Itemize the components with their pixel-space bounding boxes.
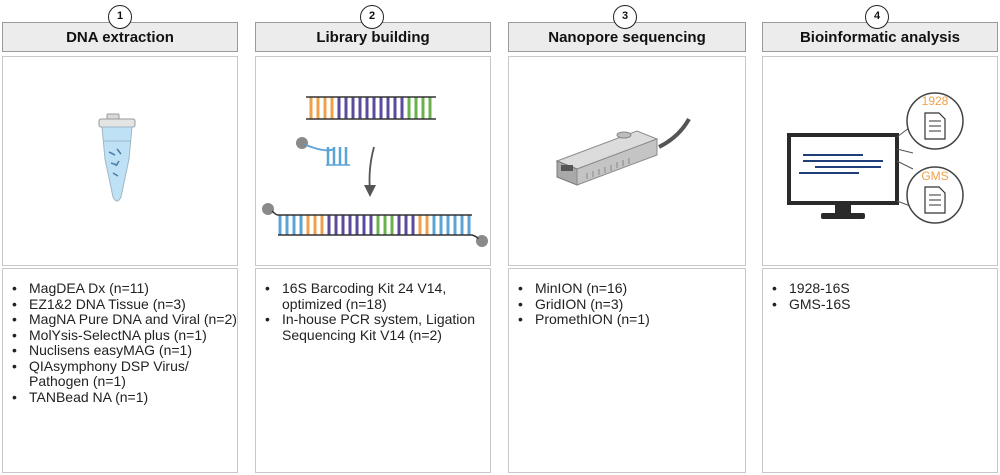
tube-illustration-panel	[2, 56, 238, 266]
list-item: 1928-16S	[772, 280, 997, 297]
list-item: QIAsymphony DSP Virus/ Pathogen (n=1)	[12, 358, 237, 390]
list-item: GMS-16S	[772, 296, 997, 313]
list-item: PromethION (n=1)	[518, 311, 745, 328]
tool-label-1928: 1928	[922, 94, 949, 108]
tool-label-gms: GMS	[921, 169, 948, 183]
minion-device-icon	[555, 117, 691, 186]
sequencer-illustration-panel	[508, 56, 746, 266]
list-item: TANBead NA (n=1)	[12, 389, 237, 406]
list-item: MolYsis-SelectNA plus (n=1)	[12, 327, 237, 344]
list-item: 16S Barcoding Kit 24 V14, optimized (n=1…	[265, 280, 490, 312]
list-item: Nuclisens easyMAG (n=1)	[12, 342, 237, 359]
step-number-3: 3	[613, 5, 637, 29]
list-item: MinION (n=16)	[518, 280, 745, 297]
list-item: In-house PCR system, Ligation Sequencing…	[265, 311, 490, 343]
step-number-1: 1	[108, 5, 132, 29]
list-item: MagDEA Dx (n=11)	[12, 280, 237, 297]
dna-library-illustration-panel	[255, 56, 491, 266]
list-bioinformatic-analysis: 1928-16S GMS-16S	[762, 268, 998, 473]
computer-illustration-panel: 1928 GMS	[762, 56, 998, 266]
list-item: EZ1&2 DNA Tissue (n=3)	[12, 296, 237, 313]
tube-icon	[98, 113, 136, 202]
list-item: MagNA Pure DNA and Viral (n=2)	[12, 311, 237, 328]
list-library-building: 16S Barcoding Kit 24 V14, optimized (n=1…	[255, 268, 491, 473]
list-nanopore-sequencing: MinION (n=16) GridION (n=3) PromethION (…	[508, 268, 746, 473]
step-number-4: 4	[865, 5, 889, 29]
step-number-2: 2	[360, 5, 384, 29]
list-item: GridION (n=3)	[518, 296, 745, 313]
list-dna-extraction: MagDEA Dx (n=11) EZ1&2 DNA Tissue (n=3) …	[2, 268, 238, 473]
computer-monitor-icon: 1928 GMS	[787, 92, 964, 224]
dna-barcode-icon	[262, 96, 488, 247]
